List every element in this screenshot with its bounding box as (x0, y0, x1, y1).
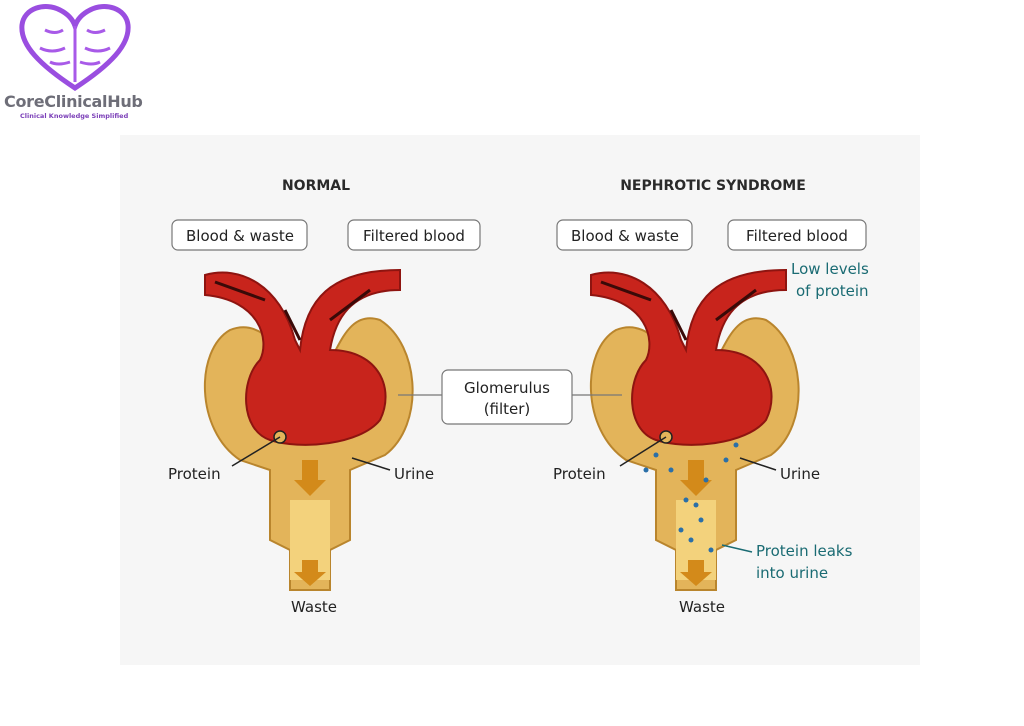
label-box (347, 219, 481, 251)
blood-out-label: Filtered blood (363, 227, 465, 245)
logo-name: CoreClinicalHub (4, 92, 143, 111)
protein-label: Protein (168, 465, 221, 483)
leaking-protein-dots (643, 442, 739, 553)
low-protein-label: of protein (796, 282, 869, 300)
label-box (171, 219, 308, 251)
protein-label: Protein (553, 465, 606, 483)
waste-label: Waste (679, 598, 725, 616)
arrow-down-icon (680, 560, 712, 586)
logo: CoreClinicalHub Clinical Knowledge Simpl… (0, 0, 150, 128)
label-box (556, 219, 693, 251)
nephrotic-panel: NEPHROTIC SYNDROME Blood & waste Filtere… (553, 178, 869, 616)
urine-label: Urine (394, 465, 434, 483)
arrow-down-icon (294, 460, 326, 496)
glomerulus (590, 268, 787, 446)
glomerulus-sublabel: (filter) (484, 400, 531, 418)
blood-out-label: Filtered blood (746, 227, 848, 245)
logo-tagline: Clinical Knowledge Simplified (20, 112, 129, 120)
panel-title: NEPHROTIC SYNDROME (620, 178, 806, 194)
normal-panel: NORMAL Blood & waste Filtered blood Prot… (168, 178, 481, 616)
urine-label: Urine (780, 465, 820, 483)
panel-title: NORMAL (282, 178, 350, 194)
protein-leak-label: Protein leaks (756, 542, 853, 560)
protein-leak-label: into urine (756, 564, 828, 582)
arrow-down-icon (680, 460, 712, 496)
brain-heart-icon (19, 4, 131, 91)
blood-in-label: Blood & waste (186, 227, 294, 245)
blood-in-label: Blood & waste (571, 227, 679, 245)
arrow-down-icon (294, 560, 326, 586)
low-protein-label: Low levels (791, 260, 869, 278)
glomerulus (204, 268, 401, 446)
waste-label: Waste (291, 598, 337, 616)
glomerulus-callout: Glomerulus (filter) (398, 369, 622, 425)
glomerulus-label: Glomerulus (464, 379, 550, 397)
label-box (727, 219, 867, 251)
